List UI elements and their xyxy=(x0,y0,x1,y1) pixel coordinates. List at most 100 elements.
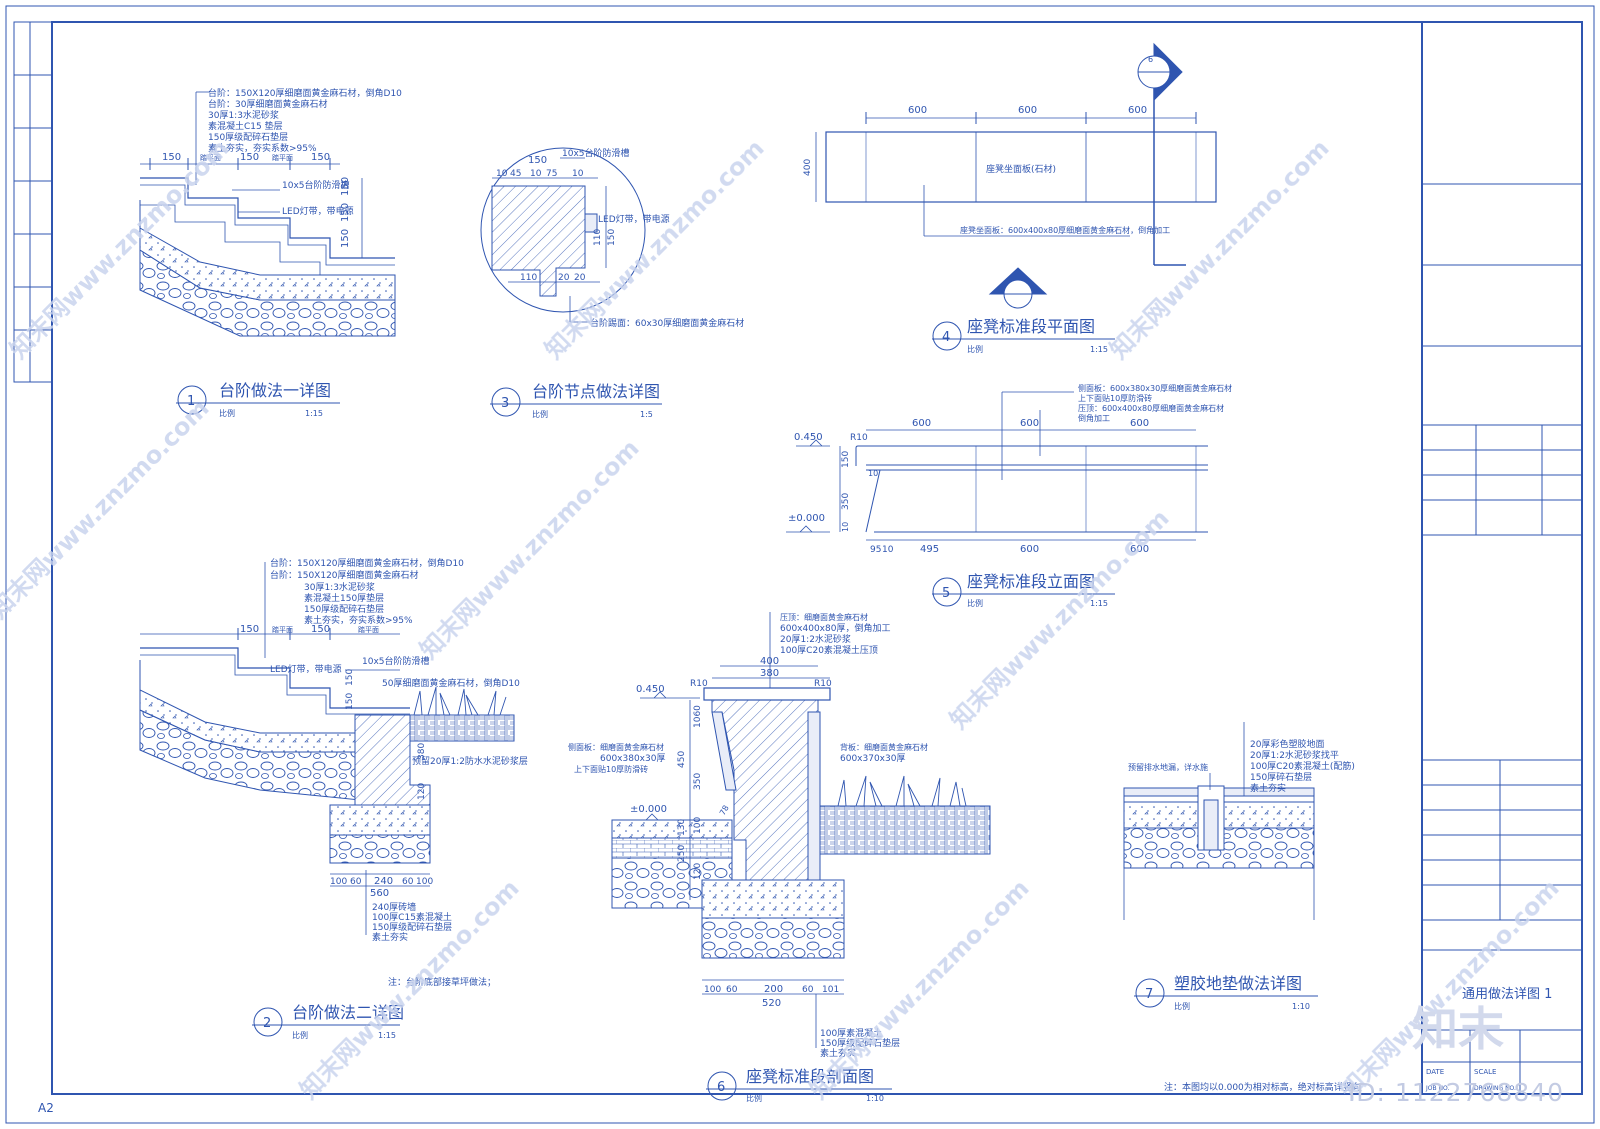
sheet-size: A2 xyxy=(38,1101,54,1115)
d4-dim: 600 xyxy=(908,105,927,116)
d2-note: 台阶：150X120厚细磨面黄金麻石材，倒角D10 xyxy=(270,557,464,569)
d6-right-callout: 背板：细磨面黄金麻石材 xyxy=(840,742,928,752)
footer-note: 注：本图均以0.000为相对标高，绝对标高详竖向 xyxy=(1164,1081,1361,1093)
d5-title: 座凳标准段立面图 xyxy=(967,572,1095,591)
d5-bottom-dim: 495 xyxy=(920,544,939,555)
d1-callout: LED灯带，带电源 xyxy=(282,205,354,217)
d6-vdim: 1060 xyxy=(693,705,703,728)
d1-note: 素土夯实，夯实系数>95% xyxy=(208,142,317,154)
d4-title: 座凳标准段平面图 xyxy=(967,317,1095,336)
d3-bottom-dim: 20 xyxy=(558,273,570,283)
d4-vdim: 400 xyxy=(803,159,813,176)
d2-scale: 1:15 xyxy=(378,1031,396,1040)
d6-scale: 1:10 xyxy=(866,1094,884,1103)
d7-note: 150厚碎石垫层 xyxy=(1250,771,1312,783)
d3-dim: 10 xyxy=(496,169,508,179)
d3-bottom-dim: 20 xyxy=(574,273,586,283)
d6-bottom-note: 素土夯实 xyxy=(820,1047,856,1059)
d7-left-callout: 预留排水地漏，详水施 xyxy=(1128,762,1208,772)
d5-level-ground: ±0.000 xyxy=(788,513,825,524)
d5-top-dim: 600 xyxy=(1020,418,1039,429)
d4-number: 4 xyxy=(942,330,950,345)
d5-radius: R10 xyxy=(850,433,868,443)
drawing-no-label: DRAWING NO. xyxy=(1474,1085,1516,1092)
d2-callout: 50厚细磨面黄金麻石材，倒角D10 xyxy=(382,677,520,689)
watermark: 知末网www.znzmo.com xyxy=(1104,134,1334,364)
date-label: DATE xyxy=(1426,1068,1444,1076)
d2-bottom-dim: 60 xyxy=(402,877,414,887)
d3-dim: 45 xyxy=(510,169,521,179)
d4-section-mark: 6 xyxy=(1148,55,1153,64)
d6-vdim: 120 xyxy=(693,863,703,880)
d6-bottom-note: 150厚级配碎石垫层 xyxy=(820,1037,900,1049)
d1-scale: 1:15 xyxy=(305,409,323,418)
d5-vdim: 350 xyxy=(841,493,851,510)
d3-sub: 比例 xyxy=(532,409,548,419)
d4-dim: 600 xyxy=(1018,105,1037,116)
d2-dim: 150 xyxy=(311,624,330,635)
d2-vdim: 150 xyxy=(345,669,355,686)
d2-sub: 比例 xyxy=(292,1030,308,1040)
d1-sub: 比例 xyxy=(219,408,235,418)
d1-note: 150厚级配碎石垫层 xyxy=(208,131,288,143)
watermark: 知末网www.znzmo.com xyxy=(414,434,644,664)
d2-bottom-dim: 100 xyxy=(330,877,347,887)
d2-bottom-dim: 60 xyxy=(350,877,362,887)
d6-vdim: 450 xyxy=(677,751,687,768)
d6-vdim: 100 xyxy=(693,817,703,834)
d2-bottom-dim: 100 xyxy=(416,877,433,887)
detail-4-bench-plan xyxy=(815,42,1217,309)
d1-number-circle xyxy=(177,385,207,415)
d4-sub: 比例 xyxy=(967,344,983,354)
d6-top-dim: 400 xyxy=(760,656,779,667)
d3-dim: 150 xyxy=(528,155,547,166)
d2-note: 150厚级配碎石垫层 xyxy=(304,603,384,615)
job-no-label: JOB NO. xyxy=(1425,1085,1449,1092)
d6-small: 78 xyxy=(718,804,731,817)
d6-number-circle xyxy=(707,1071,737,1101)
d1-note: 30厚1:3水泥砂浆 xyxy=(208,109,279,121)
d5-bottom-dim: 600 xyxy=(1020,544,1039,555)
d7-title: 塑胶地垫做法详图 xyxy=(1174,974,1302,993)
d2-callout: 10x5台阶防滑槽 xyxy=(362,655,430,667)
d2-title: 台阶做法二详图 xyxy=(292,1003,404,1022)
d7-note: 素土夯实 xyxy=(1250,782,1286,794)
d7-note: 20厚彩色塑胶地面 xyxy=(1250,738,1324,750)
d2-bottom-note: 240厚砖墙 xyxy=(372,901,416,913)
d1-dim: 150 xyxy=(162,152,181,163)
d2-bottom-total: 560 xyxy=(370,888,389,899)
d2-dim: 踏平面 xyxy=(358,625,379,634)
d6-bottom-dim: 200 xyxy=(764,984,783,995)
d6-bottom-dim: 101 xyxy=(822,985,839,995)
d1-dim: 150 xyxy=(240,152,259,163)
d3-scale: 1:5 xyxy=(640,410,653,419)
d6-bottom-dim: 100 xyxy=(704,985,721,995)
title-block xyxy=(1421,22,1582,1094)
d5-top-dim: 600 xyxy=(1130,418,1149,429)
d2-vdim: 380 xyxy=(417,743,427,760)
d3-dim: 75 xyxy=(546,169,557,179)
d6-left-callout: 600x380x30厚 xyxy=(600,753,665,764)
d6-title: 座凳标准段剖面图 xyxy=(746,1067,874,1086)
d2-dim: 150 xyxy=(240,624,259,635)
d6-left-callout: 上下面贴10厚防滑砖 xyxy=(574,764,648,774)
d1-number: 1 xyxy=(187,394,195,409)
d3-callout: 台阶踢面：60x30厚细磨面黄金麻石材 xyxy=(590,317,744,329)
d6-bottom-dim: 60 xyxy=(802,985,814,995)
d6-sub: 比例 xyxy=(746,1093,762,1103)
d2-bottom-note: 100厚C15素混凝土 xyxy=(372,911,452,923)
d5-bottom-dim: 95 xyxy=(870,545,881,555)
d6-vdim: 250 xyxy=(677,845,687,862)
d6-bottom-note: 100厚素混凝土 xyxy=(820,1027,882,1039)
detail-3-step-node xyxy=(480,147,646,323)
d2-bottom-dim: 240 xyxy=(374,876,393,887)
watermark: 知末网www.znzmo.com xyxy=(0,394,215,624)
d1-callout: 10x5台阶防滑槽 xyxy=(282,179,350,191)
image-id: ID: 1122768840 xyxy=(1347,1078,1564,1107)
d6-number: 6 xyxy=(717,1080,725,1095)
d6-top-note: 压顶：细磨面黄金麻石材 xyxy=(780,612,868,622)
d5-sub: 比例 xyxy=(967,598,983,608)
d5-small: 10 xyxy=(868,469,878,478)
d5-vdim: 150 xyxy=(841,451,851,468)
